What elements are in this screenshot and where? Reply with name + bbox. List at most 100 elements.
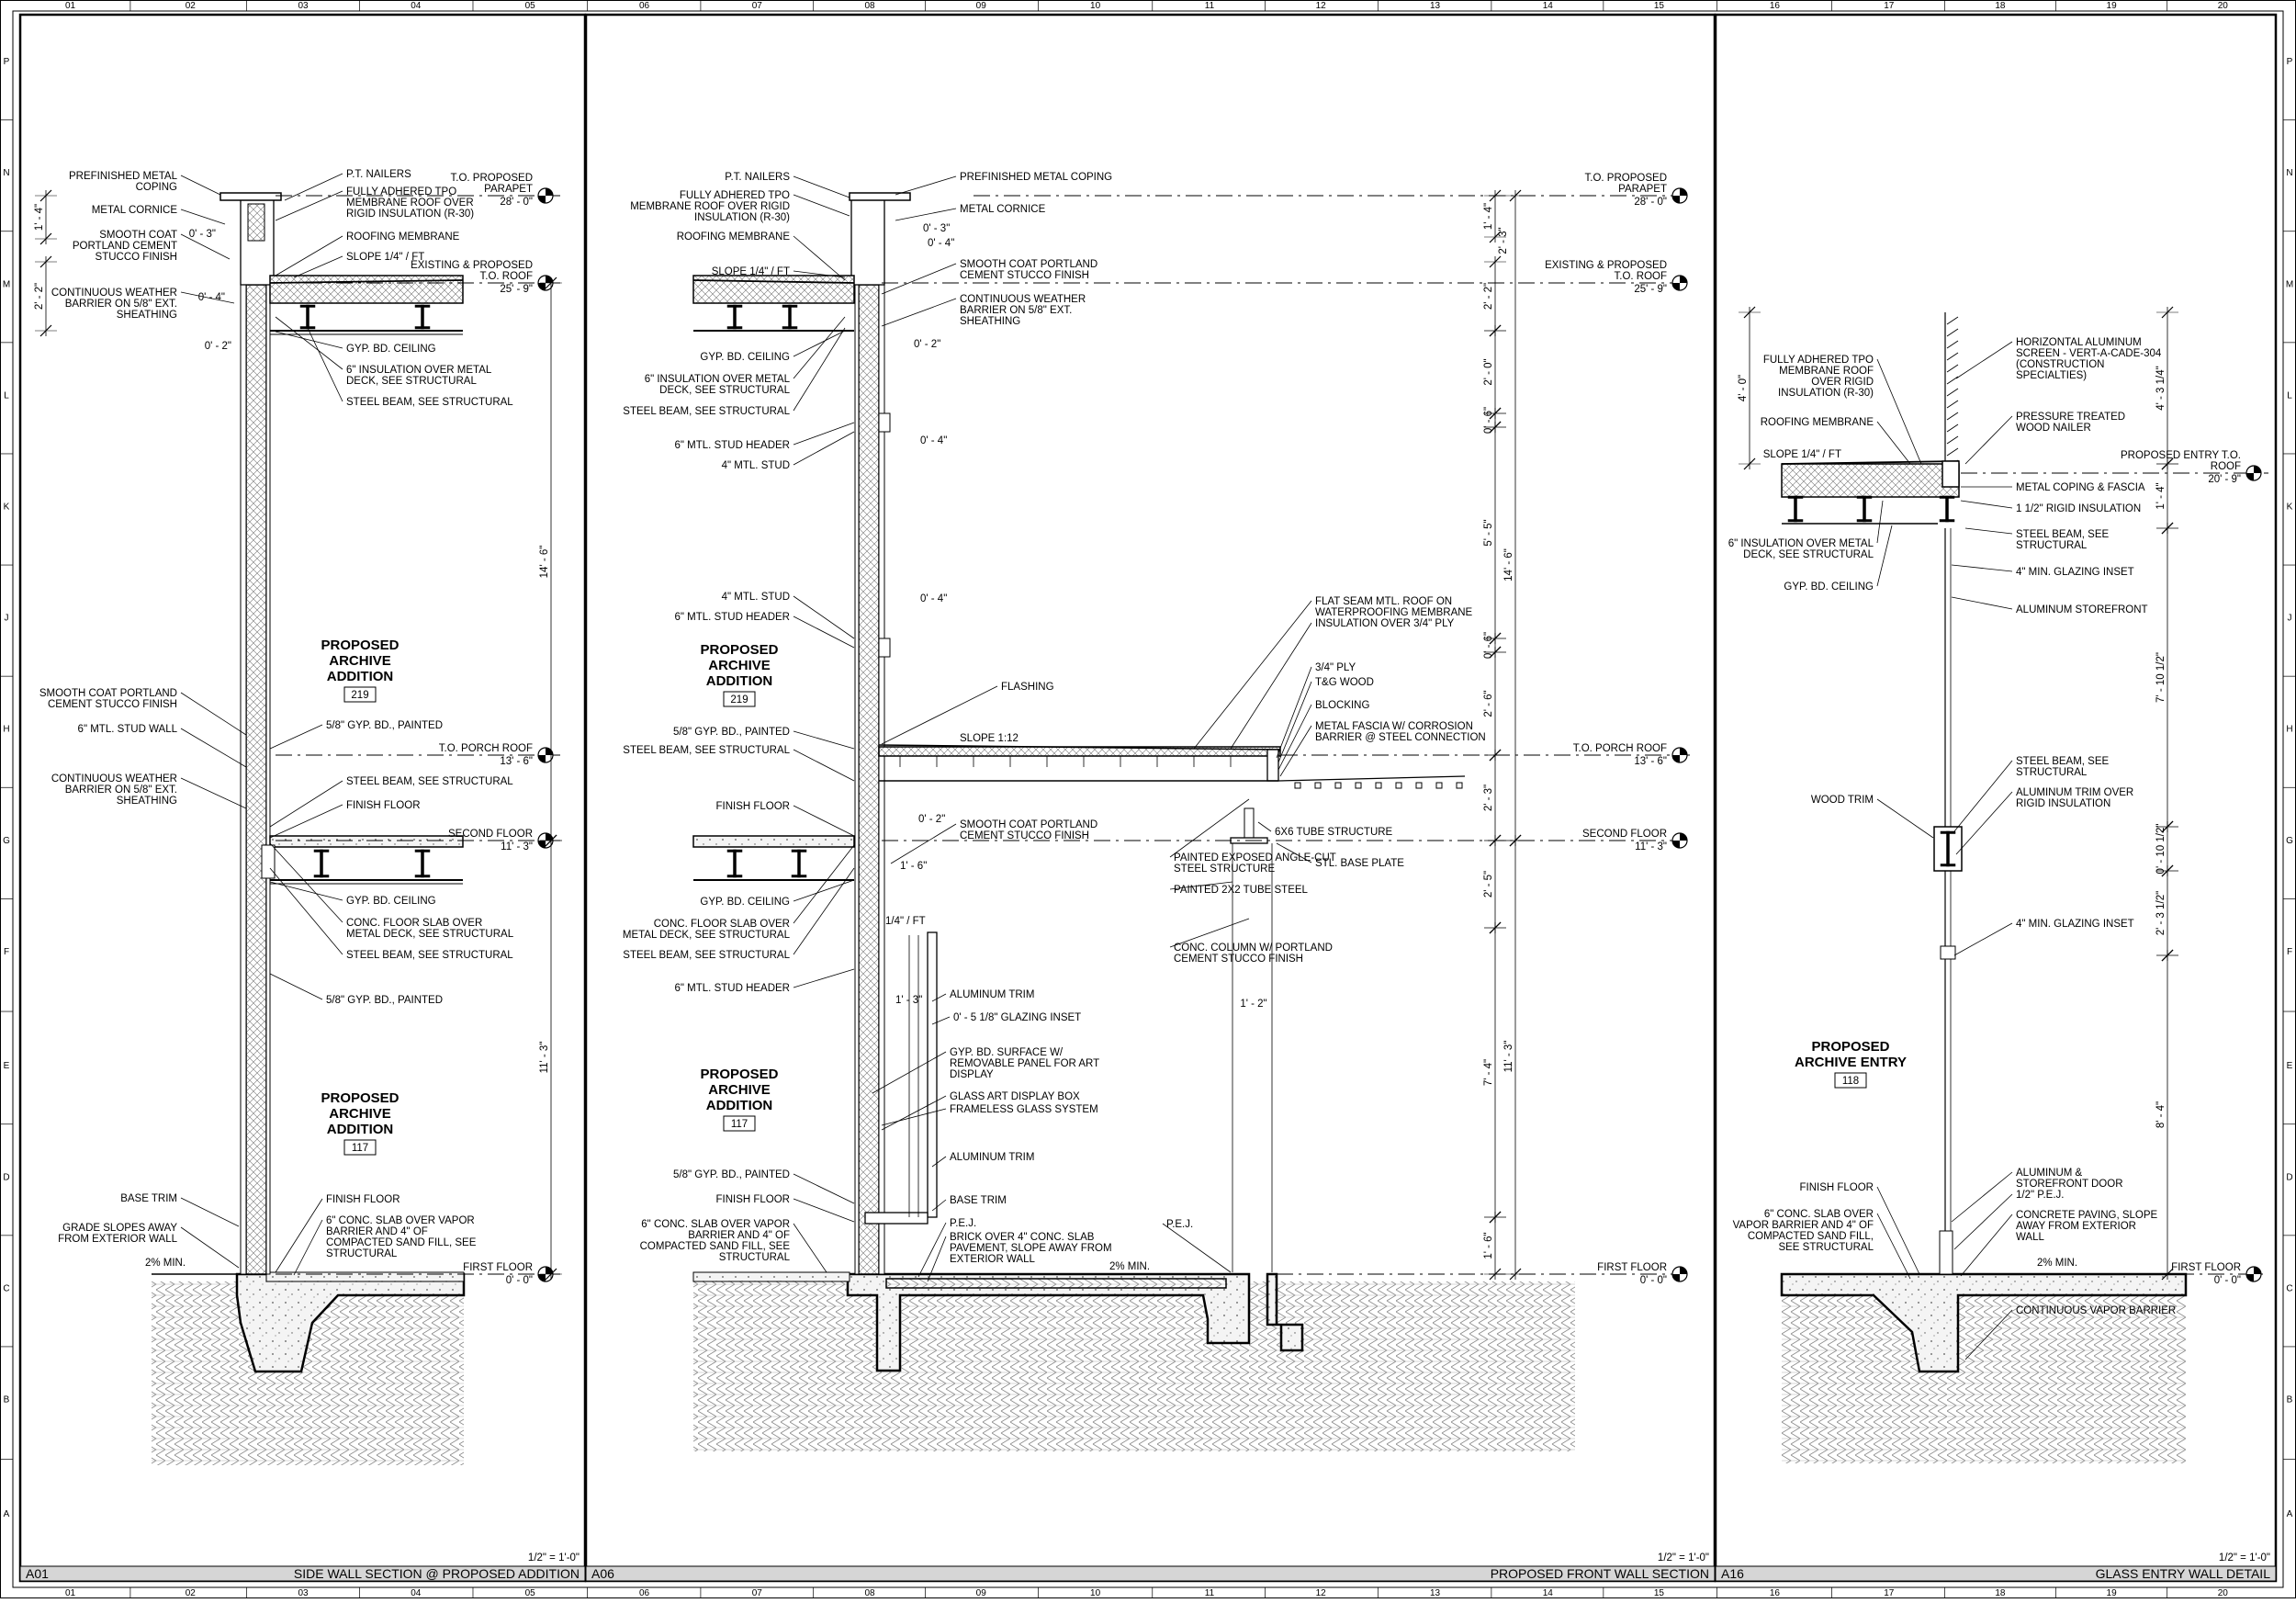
level-target-icon [2245,465,2262,481]
leader-line [1953,760,2013,832]
metal-coping [849,192,911,201]
note-line: 6" MTL. STUD HEADER [675,983,791,994]
note-line: ROOFING MEMBRANE [346,231,460,243]
note-line: BASE TRIM [120,1193,177,1204]
grid-column-label: 16 [1770,1588,1781,1598]
room-number: 219 [351,690,368,701]
leader-line [1876,500,1884,544]
dimension-text: 0' - 6" [1483,407,1494,434]
angle-steel [1277,775,1466,782]
leader-line [269,842,343,923]
level-target-icon [1671,747,1688,763]
note-line: PRESSURE TREATED [2016,412,2125,423]
level-name: PARAPET [484,184,533,195]
level-name: ROOF [2211,461,2241,472]
note-line: STEEL BEAM, SEE STRUCTURAL [623,745,790,756]
floor-slab [269,835,464,848]
grid-row-label: L [2287,390,2292,401]
note-line: 4" MTL. STUD [722,592,790,603]
grid-row-label: B [4,1394,10,1405]
room-name: ARCHIVE [708,658,771,673]
foundation [1780,1272,2188,1373]
room-number-box [723,691,756,707]
leader-line [275,190,343,221]
room-name: ADDITION [706,1098,773,1113]
room-name: ADDITION [327,669,394,684]
level-name: SECOND FLOOR [1582,829,1667,840]
note-line: HORIZONTAL ALUMINUM [2016,337,2142,348]
note-line: 4" MTL. STUD [722,460,790,471]
note-line: FULLY ADHERED TPO [1763,355,1874,366]
grid-column-label: 19 [2107,1,2118,11]
note-line: 4" MIN. GLAZING INSET [2016,919,2134,930]
grid-column-label: 13 [1430,1588,1441,1598]
note-line: STRUCTURAL [2016,540,2088,551]
dimension-text: 4' - 0" [1738,375,1749,401]
leader-line [269,724,323,750]
grid-column-label: 09 [976,1,987,11]
room-number: 118 [1842,1076,1859,1087]
note-line: FLAT SEAM MTL. ROOF ON [1315,596,1452,607]
level-elevation: 25' - 9" [1634,284,1667,295]
leader-line [1876,421,1911,465]
note-line: BARRIER AND 4" OF [326,1226,428,1237]
grid-column-label: 18 [1995,1,2006,11]
grid-column-label: 20 [2218,1588,2229,1598]
grid-column-label: 19 [2107,1588,2118,1598]
wall-gyp [265,284,271,1275]
grid-column-label: 16 [1770,1,1781,11]
note-line: GYP. BD. CEILING [700,352,790,363]
leader-line [1964,1309,2013,1360]
note-line: VAPOR BARRIER AND 4" OF [1733,1220,1874,1231]
grid-column-label: 18 [1995,1588,2006,1598]
note-line: BARRIER AND 4" OF [688,1230,790,1241]
grid-column-label: 20 [2218,1,2229,11]
grid-column-label: 05 [525,1588,536,1598]
grid-column-label: 05 [525,1,536,11]
note-line: MEMBRANE ROOF OVER [346,198,474,209]
leader-line [1193,600,1312,750]
dimension-text: 0' - 4" [928,238,954,249]
grid-column-label: 13 [1430,1,1441,11]
grid-column-label: 11 [1205,1588,1215,1598]
note-line: STEEL STRUCTURE [1174,864,1275,875]
room-name: PROPOSED [700,1067,778,1082]
level-name: T.O. PROPOSED [451,173,533,184]
leader-line [931,1156,947,1168]
i-beam [1940,864,1956,867]
level-name: SECOND FLOOR [448,829,533,840]
note-line: SHEATHING [117,310,177,321]
roof-membrane [692,279,855,284]
note-line: STRUCTURAL [326,1248,398,1259]
dimension-text: 0' - 6" [1483,632,1494,659]
note-line: 1 1/2" RIGID INSULATION [2016,503,2141,514]
note-line: BARRIER ON 5/8" EXT. [65,299,177,310]
note-line: MEMBRANE ROOF [1779,366,1874,377]
note-line: ROOFING MEMBRANE [677,231,791,243]
note-line: ALUMINUM STOREFRONT [2016,604,2148,615]
level-target-icon [1671,275,1688,291]
grid-row-label: N [2286,168,2292,178]
leader-line [793,327,846,412]
dimension-text: 0' - 2" [205,341,231,352]
i-beam [414,875,431,878]
dimension-text: 14' - 6" [1503,548,1514,581]
leader-line [793,270,846,278]
panel-title: SIDE WALL SECTION @ PROPOSED ADDITION [294,1566,580,1581]
grid-column-label: 04 [411,1,422,11]
note-line: 6" MTL. STUD HEADER [675,612,791,623]
leader-line [881,263,957,295]
note-line: 3/4" PLY [1315,662,1356,673]
leader-line [1169,798,1250,858]
dimension-text: 4' - 3 1/4" [2155,366,2167,410]
note-line: DECK, SEE STRUCTURAL [346,376,477,387]
leader-line [180,209,226,225]
note-line: STEEL BEAM, SEE [2016,756,2110,767]
metal-fascia [1941,460,1960,488]
leader-line [1953,1193,2013,1250]
tube-steel [1375,782,1382,789]
tube-column [1244,807,1255,841]
panel-scale: 1/2" = 1'-0" [1658,1552,1709,1563]
note-line: COPING [136,182,177,193]
note-line: STEEL BEAM, SEE [2016,529,2110,540]
